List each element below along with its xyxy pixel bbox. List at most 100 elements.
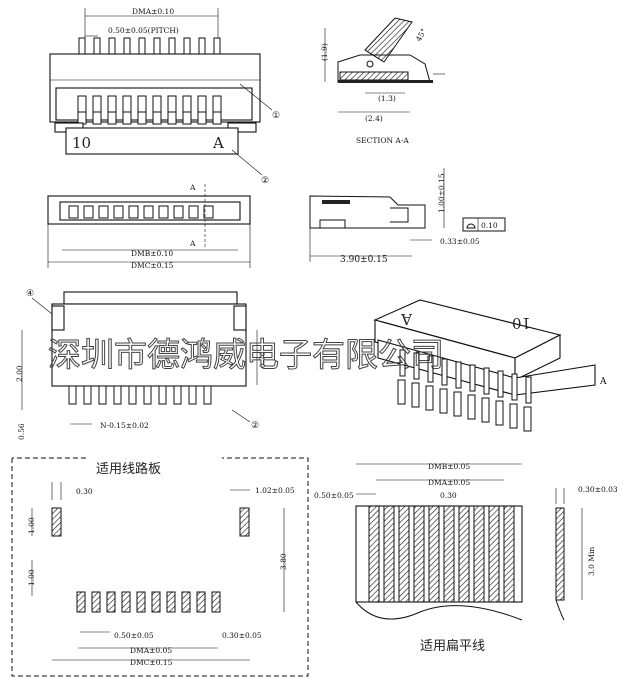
fpc-caption: 适用扁平线 [420,639,485,654]
height-label: 1.00±0.15 [437,173,446,213]
iso-top-pin [399,349,406,377]
dim-13: (1.3) [378,94,396,103]
iso-pin [397,379,406,405]
fpc-d030: 0.30 [440,491,457,500]
top-foot-pin [212,111,222,125]
top-pin [93,37,101,55]
bottom-pin [203,385,212,405]
front-tooth [203,205,214,219]
top-foot-pin [107,111,117,125]
iso-pin [439,388,448,414]
front-view: A A DMB±0.10 DMC±0.15 [47,183,251,270]
top-pin [168,37,176,55]
dim-200: 2.00 [15,365,24,382]
fpc-dma: DMA±0.05 [428,478,470,487]
fpc-stripe [368,505,380,603]
pitch-label: 0.50±0.05(PITCH) [108,26,179,35]
top-foot-pin [122,111,132,125]
iso-top-pin [469,364,476,392]
bottom-pin [68,385,77,405]
iso-top-pin [441,358,448,386]
iso-top-pin [427,355,434,383]
fpc-len: 3.0 Min [587,547,596,576]
top-lower-pin [167,95,177,113]
dim-24: (2.4) [365,114,383,123]
front-tooth [158,205,169,219]
fpc-stripe [413,505,425,603]
pcb-pad [121,591,131,613]
fpc-thick: 0.30±0.03 [578,485,618,494]
iso-pin [495,400,504,426]
bottom-pin [173,385,182,405]
top-lower-pin [107,95,117,113]
pcb-d030: 0.30 [76,487,93,496]
front-tooth [98,205,109,219]
top-foot-pin [152,111,162,125]
top-pin [198,37,206,55]
section-label: SECTION A-A [356,136,409,145]
iso-view: A 10 A [373,299,607,432]
angle-label: 45° [414,27,429,43]
pcb-pad [76,591,86,613]
iso-pin [523,406,532,432]
fpc-stripe [443,505,455,603]
watermark: 深圳市德鸿威电子有限公司 [48,335,444,374]
iso-marker-a: A [401,310,413,328]
top-foot-pin [77,111,87,125]
pcb-pad [136,591,146,613]
bottom-pin [128,385,137,405]
front-tooth [113,205,124,219]
bottom-pin [188,385,197,405]
top-lower-pin [212,95,222,113]
iso-pin [509,403,518,429]
dim-n: N-0.15±0.02 [100,421,149,430]
pcb-d100a: 1.00 [27,517,36,534]
top-lower-pin [77,95,87,113]
fpc-stripe [458,505,470,603]
pcb-d102: 1.02±0.05 [255,486,295,495]
pcb-pad [106,591,116,613]
fpc-pitch: 0.50±0.05 [314,491,354,500]
top-foot-pin [137,111,147,125]
iso-top-pin [511,373,518,401]
marker-a: A [212,134,224,152]
top-pin [108,37,116,55]
arrow-label-top: A [189,183,196,192]
top-lower-pin [122,95,132,113]
depth: 3.90±0.15 [340,255,388,265]
top-lower-pin [137,95,147,113]
front-tooth [173,205,184,219]
top-foot-pin [182,111,192,125]
pcb-d030b: 0.30±0.05 [222,631,262,640]
iso-pin [453,391,462,417]
top-view: DMA±0.10 0.50±0.05(PITCH) 10 A ① ② [49,7,280,186]
top-lower-pin [197,95,207,113]
top-lower-pin [152,95,162,113]
pcb-layout: 适用线路板 0.30 1.02±0.05 1.00 1.00 3.80 0.50… [11,457,309,677]
bottom-pin [143,385,152,405]
pcb-dma: DMA±0.05 [130,646,172,655]
pcb-pad [151,591,161,613]
callout-1: ① [272,111,280,121]
front-tooth [143,205,154,219]
top-pin [183,37,191,55]
callout-4: ④ [26,289,34,299]
front-tooth [83,205,94,219]
dim-b: DMB±0.10 [131,249,173,258]
iso-top-pin [483,367,490,395]
pcb-pad [166,591,176,613]
top-lower-pin [182,95,192,113]
dim-056: 0.56 [17,423,26,440]
iso-top-pin [525,376,532,404]
flatness: 0.10 [481,221,498,230]
pcb-pad [91,591,101,613]
pcb-d100b: 1.00 [27,569,36,586]
fpc-stripe [383,505,395,603]
dim-19: (1.9) [320,43,329,61]
fpc-stripe [488,505,500,603]
iso-top-pin [497,370,504,398]
bottom-pin [158,385,167,405]
front-tooth [128,205,139,219]
bottom-pin [113,385,122,405]
